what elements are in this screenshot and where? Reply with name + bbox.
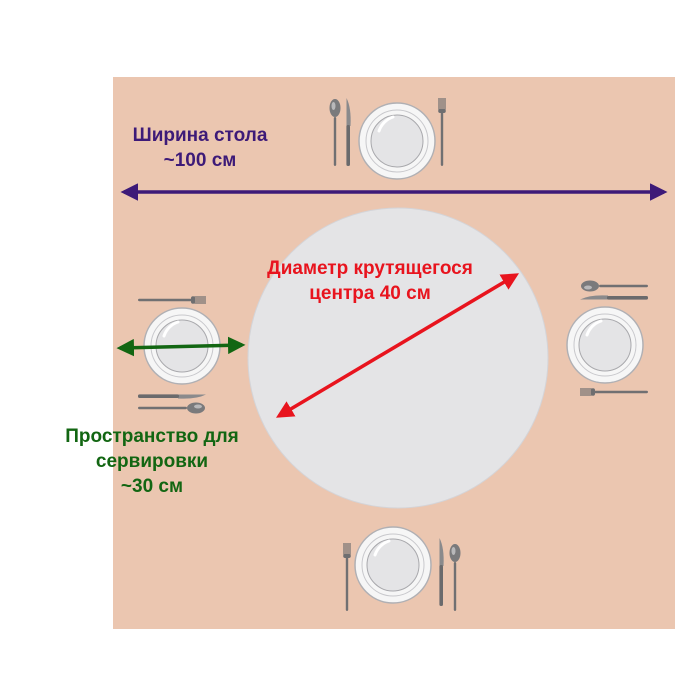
plate-bottom xyxy=(353,525,433,605)
diameter-label: Диаметр крутящегося центра 40 см xyxy=(230,256,510,306)
diameter-label-line1: Диаметр крутящегося xyxy=(267,258,473,279)
diameter-label-line2: центра 40 см xyxy=(309,283,431,304)
lazy-susan xyxy=(247,207,549,509)
table-width-label-line1: Ширина стола xyxy=(132,125,268,146)
table-width-label-line2: ~100 см xyxy=(163,150,237,171)
table-width-label: Ширина стола ~100 см xyxy=(110,123,290,173)
serving-space-arrow xyxy=(116,336,246,357)
plate-right xyxy=(565,305,645,385)
serving-space-label-line1: Пространство для xyxy=(65,426,239,447)
serving-space-label: Пространство для сервировки ~30 см xyxy=(42,424,262,499)
plate-top xyxy=(357,101,437,181)
diameter-arrow xyxy=(275,273,520,418)
serving-space-label-line2: сервировки xyxy=(95,451,209,472)
serving-space-label-line3: ~30 см xyxy=(120,476,184,497)
